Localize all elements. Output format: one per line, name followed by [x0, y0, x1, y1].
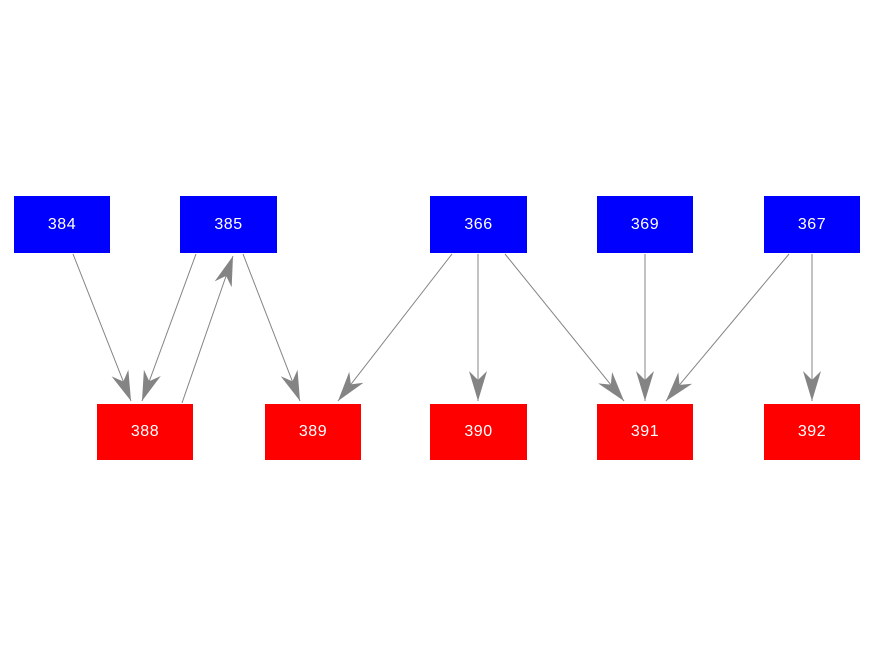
arrowhead-366-389 — [338, 371, 364, 401]
node-label-391: 391 — [630, 423, 660, 440]
edge-366-389 — [337, 253, 453, 402]
node-label-384: 384 — [47, 215, 77, 233]
arrowhead-385-389 — [280, 369, 300, 401]
edge-384-388 — [72, 253, 132, 402]
node-label-389: 389 — [298, 423, 328, 440]
edge-366-391 — [504, 253, 625, 402]
node-385: 385 — [180, 196, 277, 253]
arrowhead-369-391 — [636, 371, 654, 401]
node-369: 369 — [597, 196, 693, 253]
node-366: 366 — [430, 196, 527, 253]
arrowhead-385-388 — [142, 369, 161, 401]
node-label-369: 369 — [630, 215, 660, 233]
edge-367-391 — [665, 253, 790, 402]
edge-388-385 — [181, 255, 234, 404]
node-367: 367 — [764, 196, 860, 253]
node-label-366: 366 — [464, 215, 493, 233]
node-391: 391 — [597, 404, 693, 460]
node-389: 389 — [265, 404, 361, 460]
node-label-390: 390 — [464, 423, 493, 440]
node-label-385: 385 — [214, 215, 243, 233]
node-label-388: 388 — [130, 423, 160, 440]
node-392: 392 — [764, 404, 860, 460]
arrowhead-366-390 — [469, 371, 487, 401]
edge-385-389 — [242, 253, 301, 402]
arrowhead-388-385 — [214, 256, 233, 288]
node-label-392: 392 — [797, 423, 827, 440]
node-388: 388 — [97, 404, 193, 460]
arrowhead-367-391 — [666, 372, 693, 401]
node-390: 390 — [430, 404, 527, 460]
arrowhead-367-392 — [803, 371, 821, 401]
arrowhead-384-388 — [111, 369, 131, 401]
node-384: 384 — [14, 196, 110, 253]
arrowhead-366-391 — [598, 372, 624, 401]
edge-385-388 — [141, 253, 197, 402]
node-label-367: 367 — [797, 215, 827, 233]
